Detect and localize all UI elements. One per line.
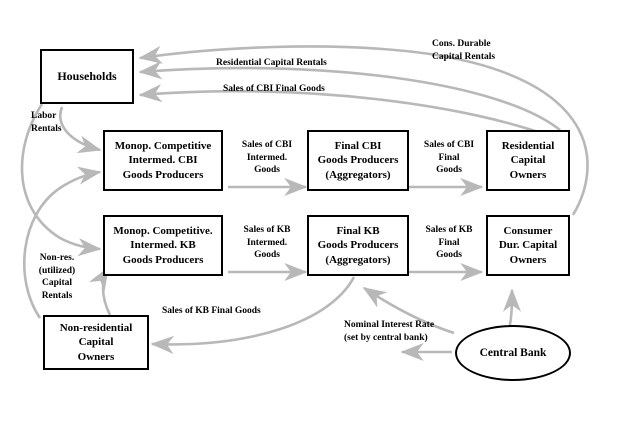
arrow-nominal-rate-to-cons-dur: [502, 288, 522, 331]
arrow-residential-capital-rentals: [138, 61, 561, 132]
edge-label-sales-cbi-final-goods-mid: Sales of CBI Final Goods: [423, 140, 475, 176]
arrow-labor-rentals-cbi: [59, 106, 102, 154]
node-central-bank[interactable]: Central Bank: [455, 325, 571, 381]
edge-label-sales-cbi-intermed-goods: Sales of CBI Intermed. Goods: [241, 140, 293, 176]
edge-label-residential-capital-rentals: Residential Capital Rentals: [216, 58, 327, 68]
node-central-bank-label: Central Bank: [479, 347, 547, 359]
edge-label-nonres-capital-rentals: Non-res. (utilized) Capital Rentals: [38, 253, 76, 301]
node-households[interactable]: Households: [40, 49, 134, 104]
edge-label-labor-rentals: Labor Rentals: [31, 111, 62, 134]
edge-label-sales-kb-intermed-goods: Sales of KB Intermed. Goods: [243, 225, 291, 261]
edge-label-cons-durable-capital-rentals: Cons. Durable Capital Rentals: [432, 39, 496, 62]
edge-label-sales-cbi-final-goods-top: Sales of CBI Final Goods: [223, 84, 325, 94]
edge-label-sales-kb-final-goods-mid: Sales of KB Final Goods: [425, 225, 473, 261]
edge-label-nominal-interest-rate: Nominal Interest Rate (set by central ba…: [344, 320, 435, 343]
edge-label-sales-kb-final-goods-bottom: Sales of KB Final Goods: [162, 306, 261, 316]
node-households-label: Households: [57, 68, 117, 83]
